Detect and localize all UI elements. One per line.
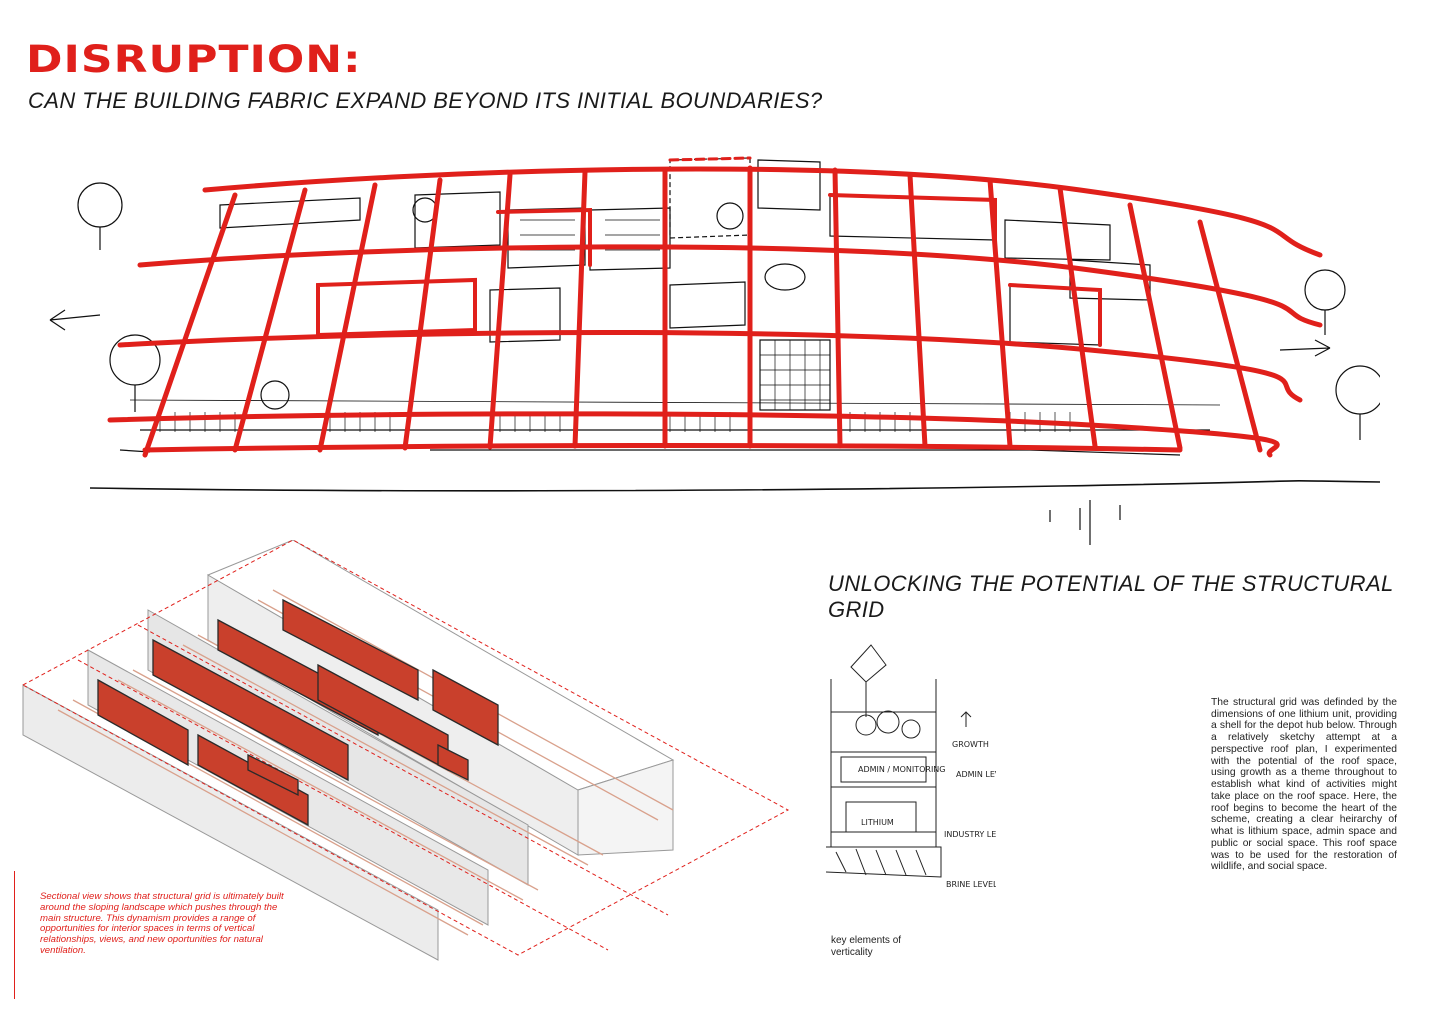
label-admin-monitoring: ADMIN / MONITORING [858, 765, 946, 774]
label-industry-level: INDUSTRY LEVEL [944, 830, 996, 839]
verticality-caption: key elements of verticality [831, 935, 902, 958]
label-lithium: LITHIUM [861, 818, 894, 827]
grid-description: The structural grid was definded by the … [1211, 697, 1397, 873]
sketch-ink-details [49, 157, 1380, 545]
page-subtitle: CAN THE BUILDING FABRIC EXPAND BEYOND IT… [28, 88, 823, 113]
page-title: DISRUPTION: [26, 38, 362, 82]
verticality-sketch: GROWTH ADMIN LEVEL INDUSTRY LEVEL BRINE … [826, 644, 996, 889]
caption-accent-line [14, 871, 315, 999]
roof-plan-sketch [49, 156, 1380, 545]
structural-grid-red [107, 156, 1323, 458]
label-admin-level: ADMIN LEVEL [956, 770, 996, 779]
label-growth: GROWTH [952, 740, 989, 749]
label-brine-level: BRINE LEVEL [946, 880, 996, 889]
isometric-section [21, 540, 790, 961]
section-caption: Sectional view shows that structural gri… [40, 891, 284, 957]
program-volumes [97, 598, 499, 827]
grid-section-heading: UNLOCKING THE POTENTIAL OF THE STRUCTURA… [828, 571, 1394, 622]
section-dashed-outline [21, 540, 790, 956]
